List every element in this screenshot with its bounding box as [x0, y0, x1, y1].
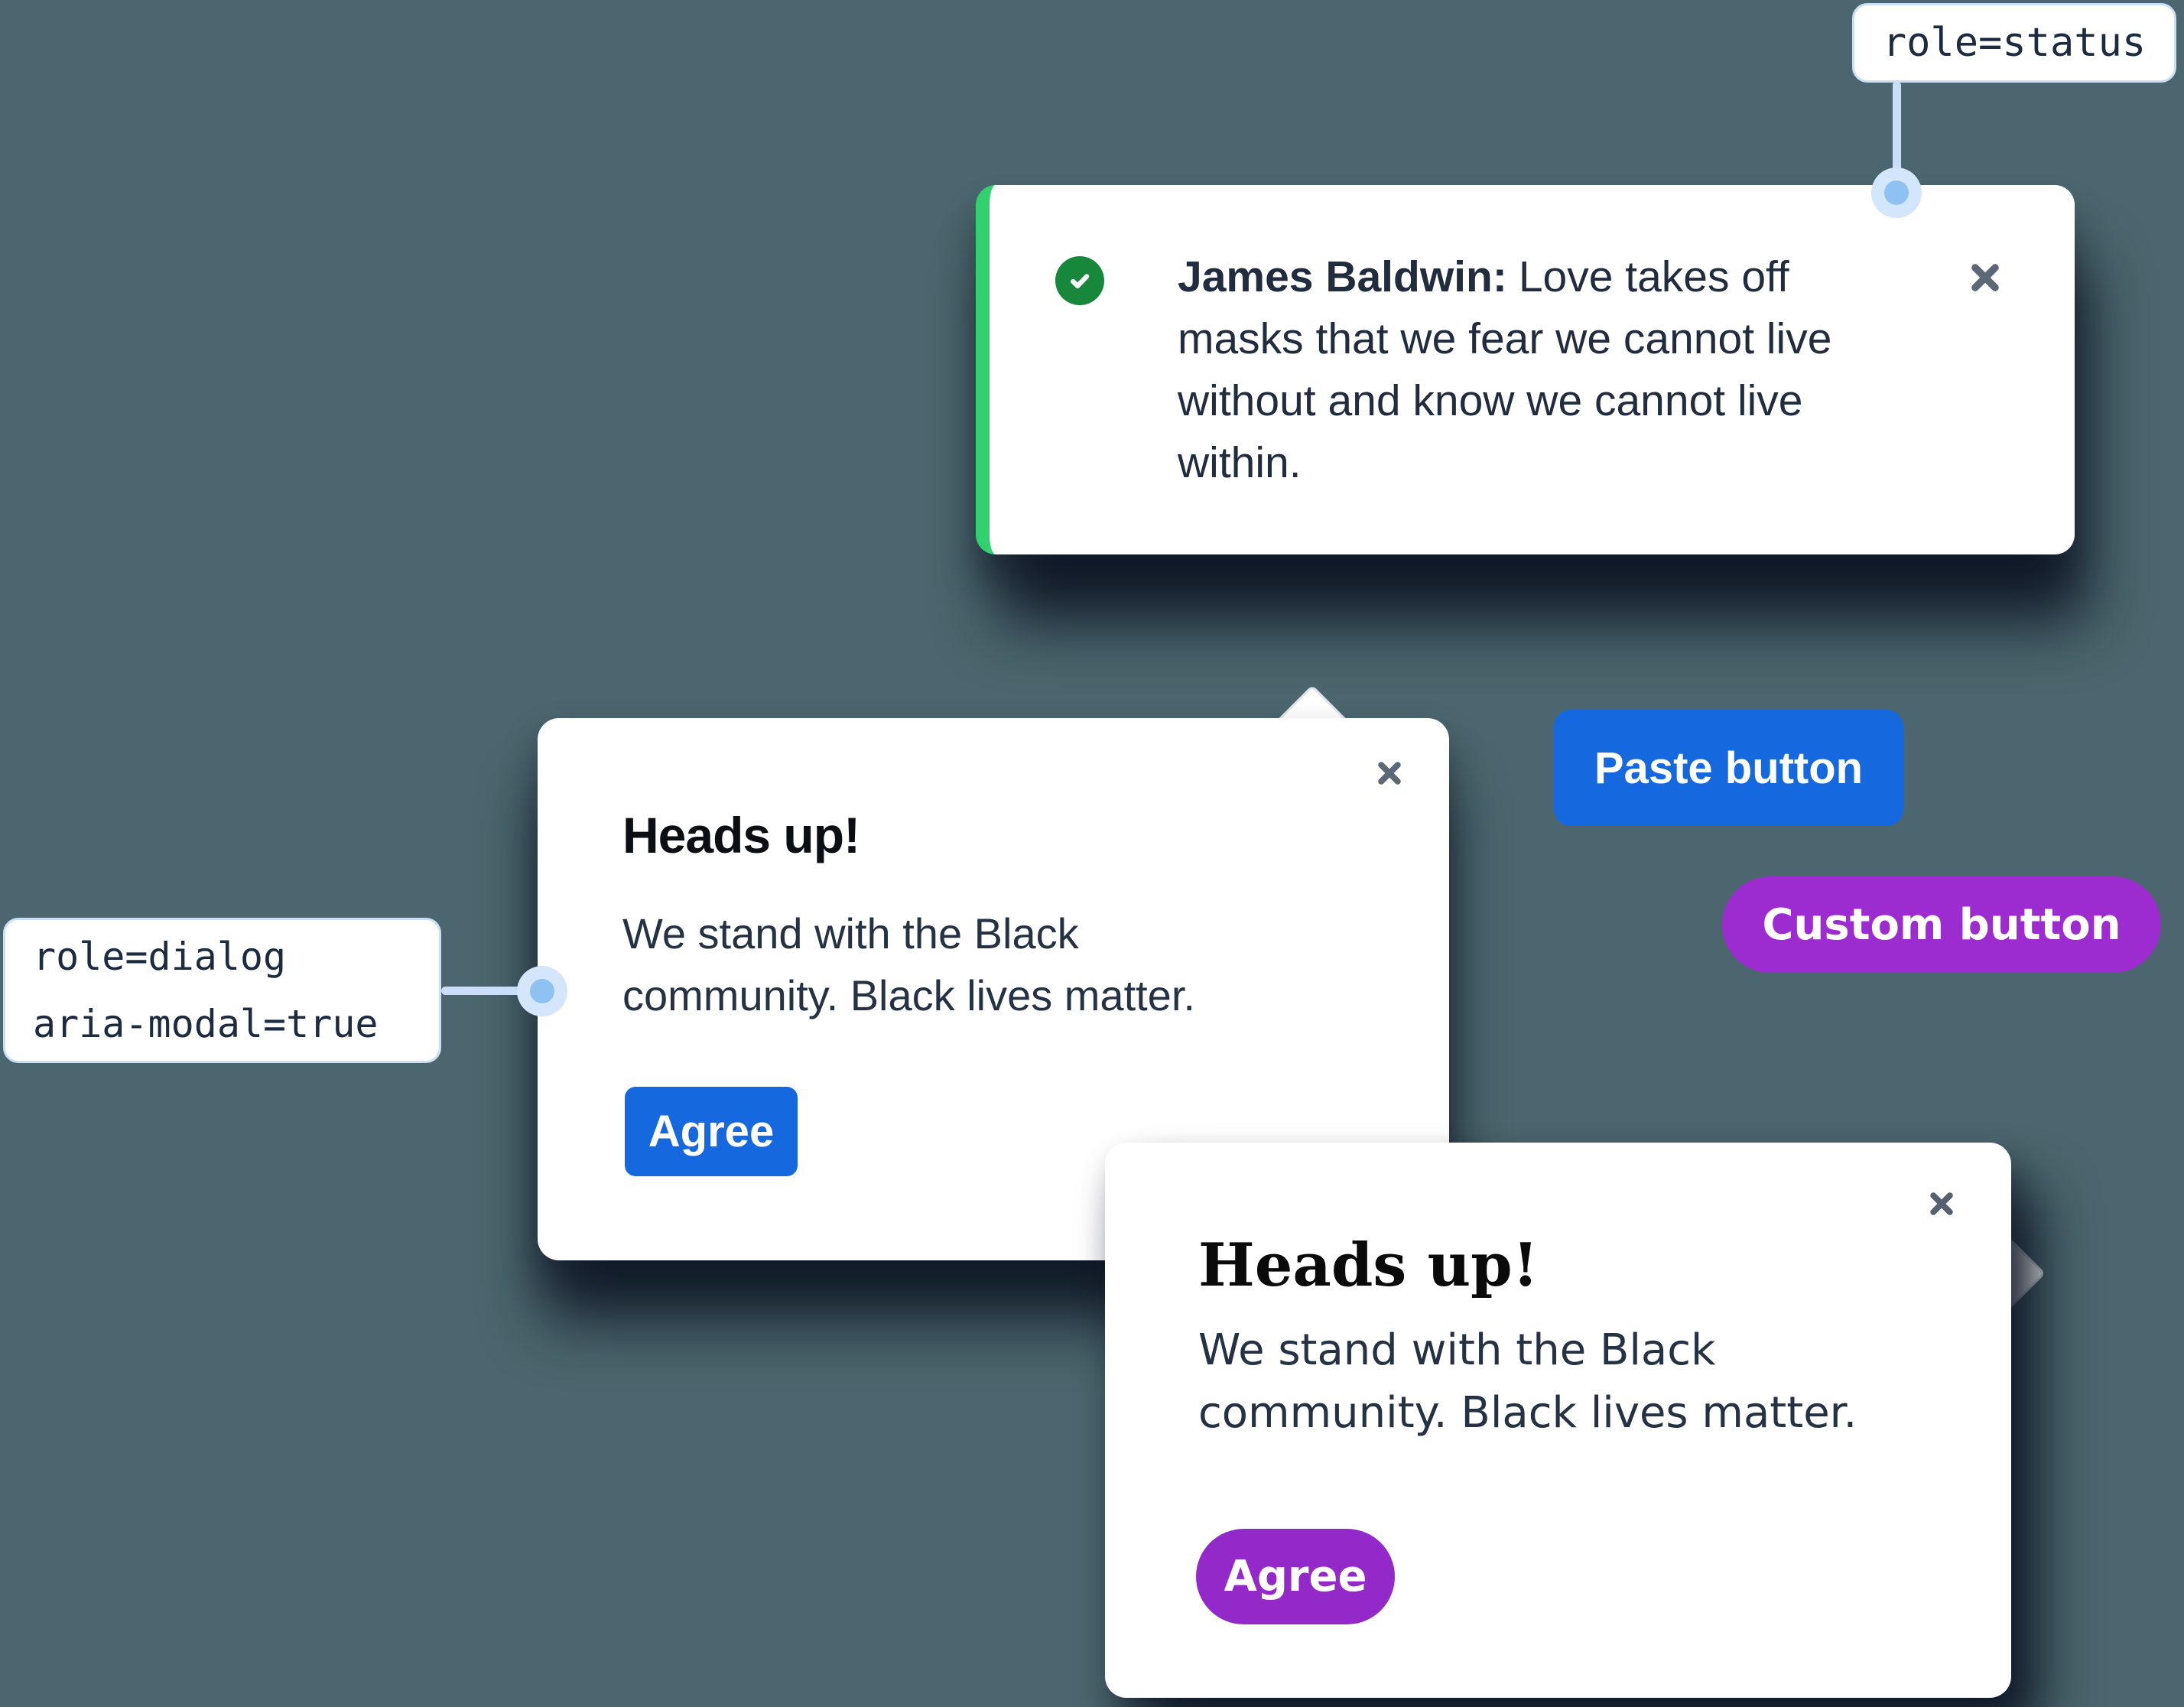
dialog-body-line: community. Black lives matter.: [1198, 1388, 1857, 1438]
dialog-body-line: We stand with the Black: [622, 909, 1079, 958]
connector-dot-icon: [1884, 180, 1909, 205]
toast-author: James Baldwin:: [1178, 252, 1507, 301]
aria-modal-text: aria-modal=true: [33, 1002, 379, 1046]
close-icon[interactable]: [1927, 1189, 1956, 1218]
dialog-body: We stand with the Black community. Black…: [1198, 1319, 1857, 1445]
close-icon[interactable]: [1375, 759, 1404, 788]
dialog-custom-theme: Heads up! We stand with the Black commun…: [1105, 1143, 2011, 1698]
role-dialog-text: role=dialog: [33, 935, 287, 979]
success-check-icon: [1055, 256, 1104, 305]
toast-notification: James Baldwin:Love takes off masks that …: [976, 185, 2075, 554]
custom-button[interactable]: Custom button: [1722, 876, 2161, 973]
role-dialog-label: role=dialog aria-modal=true: [3, 918, 441, 1063]
paste-button[interactable]: Paste button: [1554, 710, 1903, 826]
toast-message: James Baldwin:Love takes off masks that …: [1178, 246, 1896, 494]
connector-dot-icon: [530, 979, 554, 1003]
toast-message-line: masks that we fear we cannot live: [1178, 314, 1832, 363]
toast-message-line: James Baldwin:Love takes off: [1178, 246, 1896, 308]
connector-line-horizontal: [441, 987, 543, 995]
dialog-title: Heads up!: [1198, 1231, 1539, 1300]
toast-message-text: Love takes off: [1518, 252, 1789, 301]
close-icon[interactable]: [1968, 260, 2003, 295]
role-status-label: role=status: [1852, 3, 2176, 83]
dialog-body-line: We stand with the Black: [1198, 1325, 1716, 1375]
dialog-title: Heads up!: [622, 807, 860, 863]
agree-button[interactable]: Agree: [625, 1087, 798, 1176]
agree-button[interactable]: Agree: [1196, 1529, 1395, 1624]
dialog-body: We stand with the Black community. Black…: [622, 902, 1195, 1026]
connector-line-vertical: [1893, 81, 1901, 194]
dialog-body-line: community. Black lives matter.: [622, 971, 1195, 1019]
toast-message-line: without and know we cannot live: [1178, 376, 1803, 425]
role-status-text: role=status: [1882, 20, 2147, 66]
toast-message-line: within.: [1178, 438, 1302, 487]
